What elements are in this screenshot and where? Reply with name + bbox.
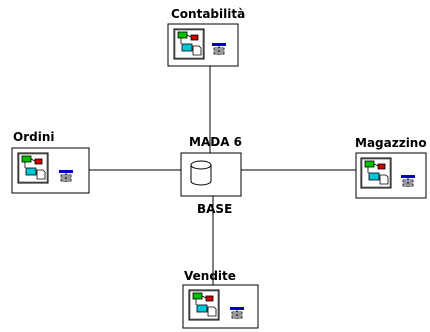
table-grid-icon	[229, 306, 245, 320]
table-grid-icon	[58, 169, 74, 183]
module-label: Vendite	[184, 269, 236, 283]
module-ordini[interactable]: Ordini	[11, 130, 90, 194]
center-subtitle: BASE	[197, 202, 232, 216]
table-grid-icon	[400, 174, 416, 188]
module-app-icon	[17, 152, 49, 184]
module-label: Contabilità	[171, 7, 245, 21]
module-label: Magazzino	[355, 136, 427, 150]
module-app-icon	[188, 289, 220, 321]
module-label: Ordini	[13, 130, 54, 144]
module-magazzino[interactable]: Magazzino	[355, 136, 427, 199]
module-app-icon	[173, 28, 205, 60]
center-title: MADA 6	[189, 135, 242, 149]
center-node[interactable]: MADA 6 BASE	[180, 135, 242, 216]
module-contabilita[interactable]: Contabilità	[167, 7, 245, 67]
module-app-icon	[360, 157, 392, 189]
module-vendite[interactable]: Vendite	[182, 269, 259, 329]
database-cylinder-icon	[190, 160, 212, 186]
table-grid-icon	[211, 42, 227, 56]
